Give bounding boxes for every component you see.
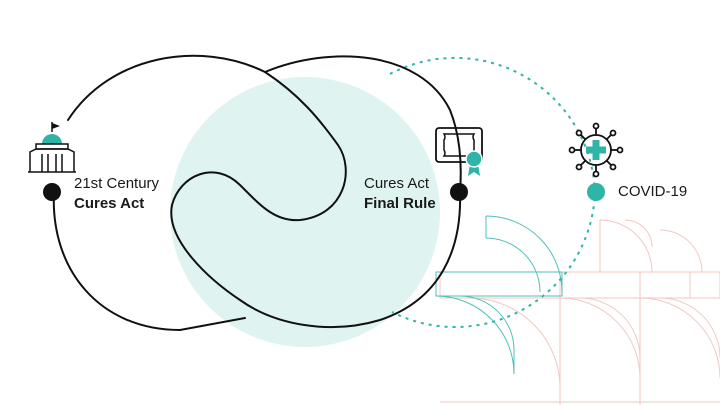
background-circle xyxy=(170,77,440,347)
capitol-building-icon xyxy=(28,122,76,173)
final-rule-dot xyxy=(450,183,468,201)
final-rule-line2: Final Rule xyxy=(364,195,436,212)
virus-icon xyxy=(568,122,624,178)
cures-act-line1: 21st Century xyxy=(74,175,160,192)
cures-act-dot xyxy=(43,183,61,201)
cures-act-label: 21st Century Cures Act xyxy=(74,174,159,214)
covid-label: COVID-19 xyxy=(618,183,688,200)
cures-act-line2: Cures Act xyxy=(74,195,145,212)
final-rule-label: Cures Act Final Rule xyxy=(364,174,436,214)
final-rule-line1: Cures Act xyxy=(364,175,430,192)
timeline-path xyxy=(52,54,462,332)
covid-dot xyxy=(587,183,605,201)
certificate-icon xyxy=(435,127,483,176)
decorative-pattern xyxy=(435,215,720,405)
